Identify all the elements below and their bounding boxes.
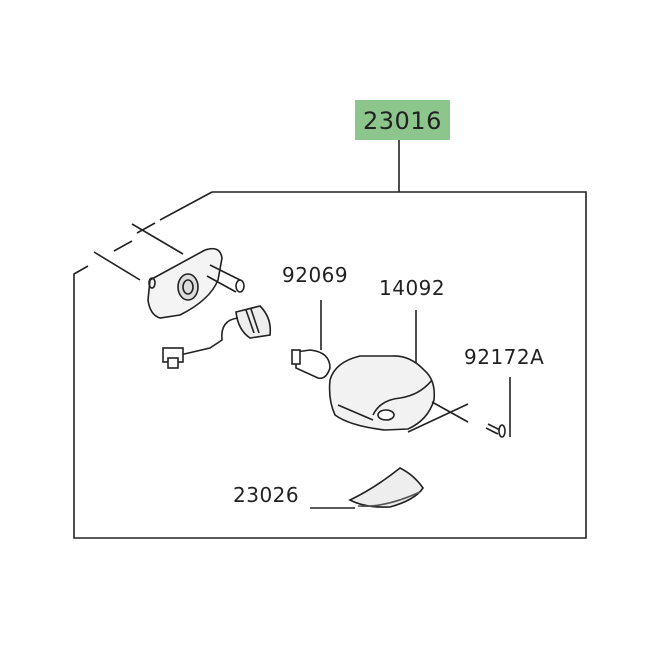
assembly-part-number-23016[interactable]: 23016 [355, 100, 450, 140]
frame-dash [131, 223, 184, 255]
reflector-23026 [348, 467, 424, 508]
part-number-14092[interactable]: 14092 [379, 276, 446, 300]
bulb-socket-wire [162, 305, 272, 369]
bulb-92069 [291, 349, 331, 380]
socket-base-part [147, 247, 245, 319]
part-number-92069[interactable]: 92069 [282, 263, 349, 287]
assembly-frame [73, 191, 587, 539]
lens-14092 [328, 355, 469, 433]
frame-dash [113, 240, 133, 252]
frame-dash [159, 191, 213, 221]
frame-dash [136, 222, 156, 234]
screw-92172A [485, 423, 506, 438]
frame-dash [93, 251, 141, 281]
part-number-92172A[interactable]: 92172A [464, 345, 545, 369]
part-number-23026[interactable]: 23026 [233, 483, 300, 507]
